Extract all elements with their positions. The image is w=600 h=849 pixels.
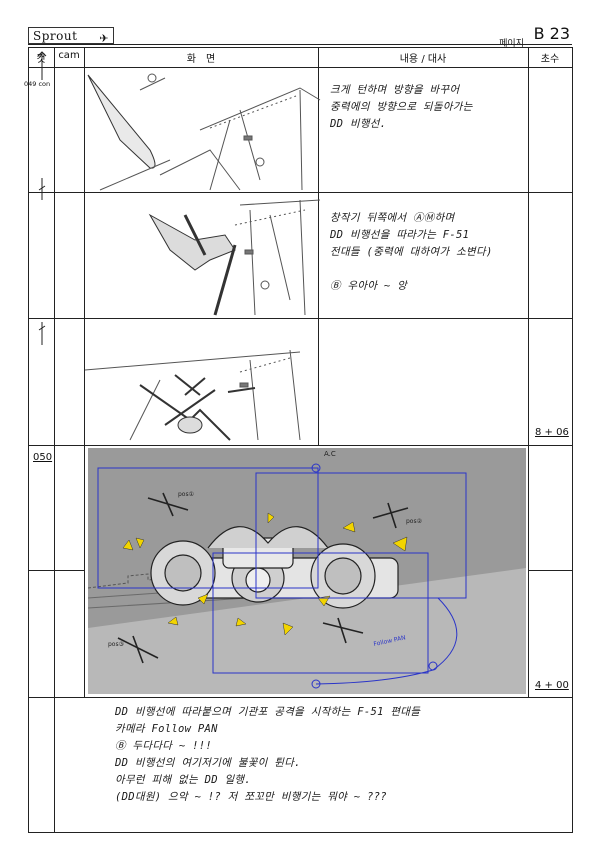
f51-planes — [117, 492, 409, 664]
camera-frames — [97, 463, 467, 689]
sprout-logo: Sprout ✈ — [28, 27, 114, 45]
panel-050-illustration: A.C pos① pos② pos③ Follow PAN — [88, 448, 526, 694]
header-rule — [28, 44, 572, 45]
col-header-cut: 컷 — [36, 54, 46, 65]
sparks — [122, 512, 408, 636]
dialogue-line: 창작기 뒤쪽에서 ⒶⓂ하며 — [330, 212, 455, 224]
panel-sketch-3 — [84, 349, 301, 441]
col-header-cam: cam — [58, 50, 80, 61]
col-header-duration: 초수 — [540, 54, 560, 65]
dialogue-line: 중력에의 방향으로 되돌아가는 — [330, 101, 473, 113]
logo-text: Sprout — [33, 29, 78, 43]
dialogue-line: DD 비행선을 따라가는 F-51 — [330, 229, 470, 241]
col-header-screen: 화 면 — [186, 54, 216, 65]
dialogue-row-2: 창작기 뒤쪽에서 ⒶⓂ하며 DD 비행선을 따라가는 F-51 전대들 (중력에… — [330, 210, 525, 295]
note-line: 아무런 피해 없는 DD 일행. — [115, 774, 251, 786]
ground — [88, 568, 526, 694]
duration-row-4: 4 + 00 — [535, 680, 569, 691]
dialogue-line — [330, 261, 525, 278]
pos2-label: pos② — [406, 518, 423, 525]
duration-row-3: 8 + 06 — [535, 427, 569, 438]
bottom-notes: DD 비행선에 따라붙으며 기관포 공격을 시작하는 F-51 편대들 카메라 … — [115, 704, 515, 806]
dialogue-line: 크게 턴하며 방향을 바꾸어 — [330, 84, 460, 96]
panel-sketch-2 — [148, 199, 321, 316]
dialogue-line: 전대들 (중력에 대하여가 소변다) — [330, 246, 493, 258]
page-number: B 23 — [533, 24, 570, 43]
note-line: DD 비행선의 여기저기에 불꽃이 튄다. — [115, 757, 301, 769]
note-line: 카메라 Follow PAN — [115, 723, 218, 735]
cut-number: 050 — [33, 452, 53, 463]
pos1-label: pos① — [178, 491, 194, 498]
panel-sketch-1 — [87, 73, 321, 191]
pos3-label: pos③ — [108, 641, 124, 648]
dialogue-row-1: 크게 턴하며 방향을 바꾸어 중력에의 방향으로 되돌아가는 DD 비행선. — [330, 82, 525, 133]
note-line: Ⓑ 두다다다 ~ !!! — [115, 740, 212, 752]
table-frame — [28, 47, 573, 833]
dd-airship — [150, 526, 399, 609]
dialogue-line: Ⓑ 우아아 ~ 앙 — [330, 280, 408, 292]
col-header-content: 내용 / 대사 — [399, 54, 447, 65]
cut-note: 049 con — [24, 80, 51, 88]
swoosh-icon: ✈ — [99, 32, 109, 45]
cut-arrows — [37, 51, 47, 345]
note-line: DD 비행선에 따라붙으며 기관포 공격을 시작하는 F-51 편대들 — [115, 706, 421, 718]
dialogue-line: DD 비행선. — [330, 118, 387, 130]
note-line: (DD대원) 으악 ~ !? 저 쪼꼬만 비행기는 뭐야 ~ ??? — [115, 791, 387, 803]
ac-label: A.C — [324, 450, 336, 458]
